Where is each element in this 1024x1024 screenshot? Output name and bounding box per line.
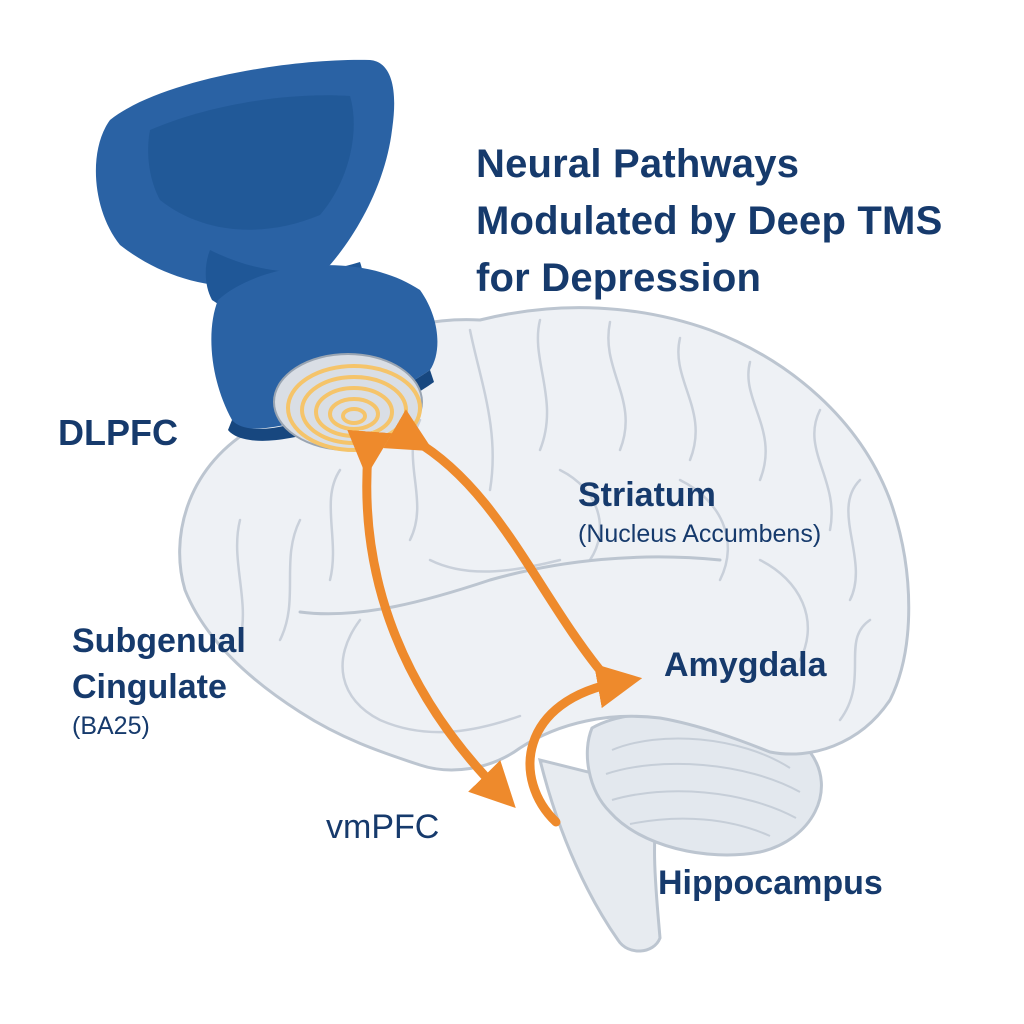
label-subgenual-line-1: Subgenual: [72, 622, 246, 660]
title-line-1: Neural Pathways: [476, 142, 800, 186]
label-ba25: (BA25): [72, 712, 150, 740]
label-amygdala: Amygdala: [664, 646, 827, 684]
arrow-hippocampus-amygdala: [525, 663, 643, 827]
tms-coil-icon: [95, 59, 438, 451]
title-line-2: Modulated by Deep TMS: [476, 199, 943, 243]
label-subgenual-cingulate: Subgenual Cingulate: [72, 618, 246, 710]
label-subgenual-line-2: Cingulate: [72, 668, 227, 706]
arrow-dlpfc-amygdala: [383, 409, 613, 685]
arrow-dlpfc-vmpfc: [347, 429, 516, 809]
pathway-arrows: [347, 409, 643, 827]
coil-top-panel: [148, 95, 354, 230]
label-striatum-subtitle: (Nucleus Accumbens): [578, 520, 822, 548]
cerebellum-folds: [605, 737, 801, 837]
label-striatum: Striatum: [578, 476, 716, 514]
label-dlpfc: DLPFC: [58, 412, 178, 453]
label-hippocampus: Hippocampus: [658, 864, 883, 902]
label-vmpfc: vmPFC: [326, 808, 440, 846]
diagram-title: Neural Pathways Modulated by Deep TMS fo…: [476, 136, 942, 307]
title-line-3: for Depression: [476, 256, 762, 300]
